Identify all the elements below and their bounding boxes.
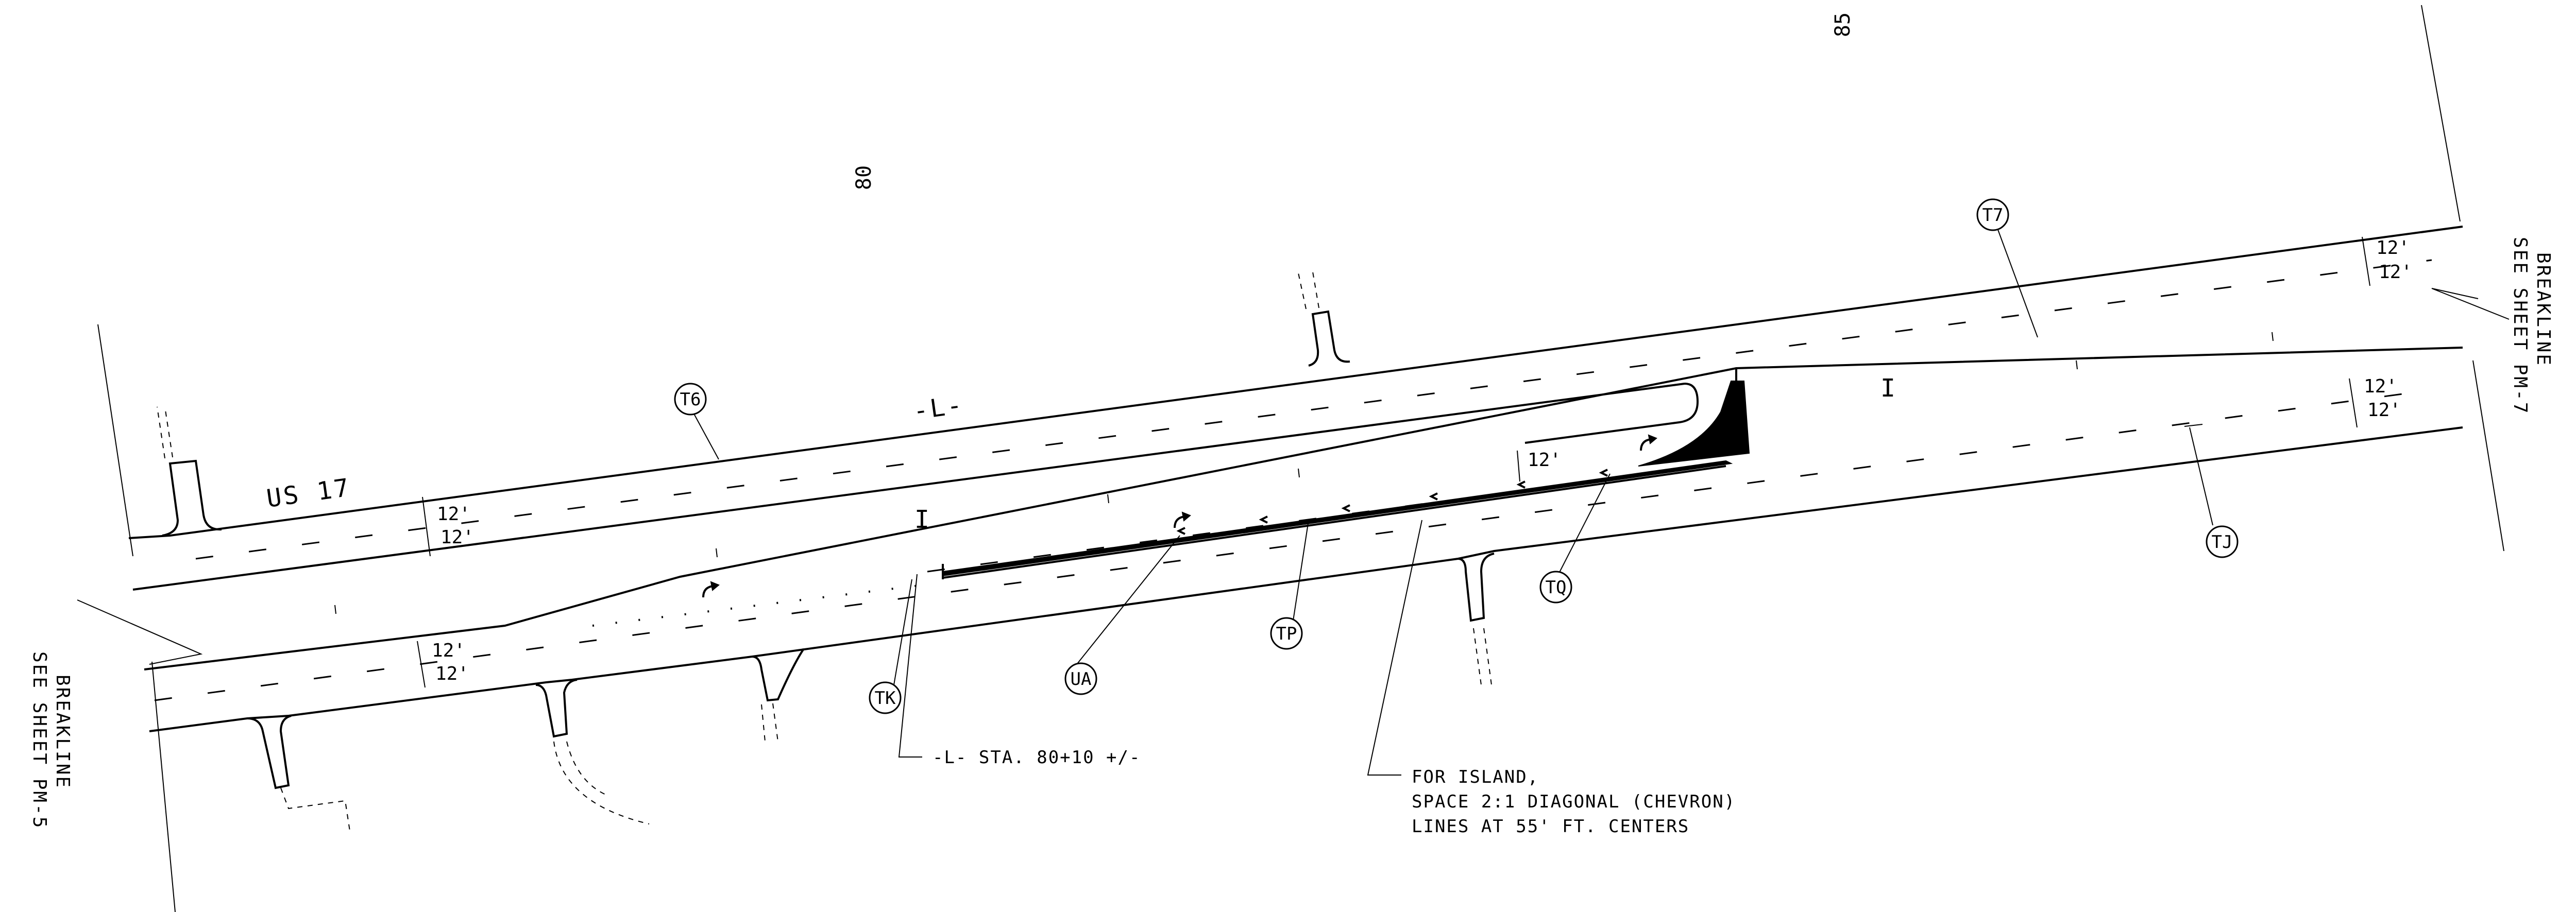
island-note-line2: SPACE 2:1 DIAGONAL (CHEVRON): [1412, 791, 1736, 812]
callout-t7-label: T7: [1982, 205, 2004, 226]
breakline-right-label: SEE SHEET PM-7 BREAKLINE: [2510, 237, 2554, 415]
lane-width-lower-left-top: 12': [432, 640, 465, 661]
median-island: [942, 368, 1750, 579]
lane-width-lower-left-bottom: 12': [435, 663, 469, 684]
road-name-label: US 17: [265, 473, 353, 513]
island-note-line1: FOR ISLAND,: [1412, 767, 1539, 787]
callout-tp-label: TP: [1276, 624, 1297, 644]
southbound-roadway: [144, 347, 2463, 732]
lane-width-right-bottom: 12': [2379, 262, 2412, 283]
callout-tq: TQ: [1539, 571, 1572, 604]
callout-tj: TJ: [2206, 525, 2239, 558]
northbound-roadway: [128, 226, 2463, 591]
driveways: [157, 271, 1495, 835]
callout-tj-label: TJ: [2212, 532, 2233, 553]
breakline-left-ref: SEE SHEET PM-5: [29, 651, 50, 829]
callout-leaders: [692, 225, 2213, 776]
breakline-right-title: BREAKLINE: [2533, 252, 2554, 367]
callout-tk-label: TK: [875, 688, 896, 709]
island-note: FOR ISLAND, SPACE 2:1 DIAGONAL (CHEVRON)…: [1412, 767, 1736, 837]
breakline-left-leader: [77, 599, 203, 665]
alignment-label: -L-: [911, 390, 966, 426]
median-mark-right: I: [1880, 374, 1897, 403]
lane-width-right-top: 12': [2376, 237, 2410, 259]
callout-ua-label: UA: [1071, 669, 1092, 690]
match-line-left: [97, 324, 176, 912]
breakline-right-ref: SEE SHEET PM-7: [2510, 237, 2531, 415]
lane-width-turn-lane: 12': [1528, 450, 1561, 471]
station-85: 85: [1831, 12, 1855, 37]
breakline-right-leader: [2431, 288, 2510, 320]
island-note-line3: LINES AT 55' FT. CENTERS: [1412, 816, 1689, 837]
breakline-left-label: BREAKLINE SEE SHEET PM-5: [29, 651, 73, 829]
breakline-left-title: BREAKLINE: [52, 675, 73, 789]
callout-t7: T7: [1976, 198, 2009, 231]
lane-width-right-lower-bottom: 12': [2367, 400, 2401, 421]
station-80: 80: [852, 165, 876, 190]
callout-ua: UA: [1064, 662, 1097, 695]
median-mark-left: I: [914, 505, 931, 534]
callout-tp: TP: [1270, 617, 1303, 650]
callout-t6: T6: [674, 383, 707, 416]
callout-tq-label: TQ: [1546, 577, 1567, 598]
station-note: -L- STA. 80+10 +/-: [933, 747, 1141, 768]
median-ticks: [334, 332, 2274, 614]
lane-width-left-top: 12': [437, 504, 470, 525]
lane-width-left-bottom: 12': [440, 527, 474, 548]
callout-t6-label: T6: [680, 389, 701, 410]
lane-width-right-lower-top: 12': [2364, 376, 2397, 397]
dimension-marks: [417, 236, 2370, 688]
turn-arrows: [702, 434, 1657, 598]
match-line-right: [2421, 5, 2504, 552]
callout-tk: TK: [869, 681, 902, 714]
